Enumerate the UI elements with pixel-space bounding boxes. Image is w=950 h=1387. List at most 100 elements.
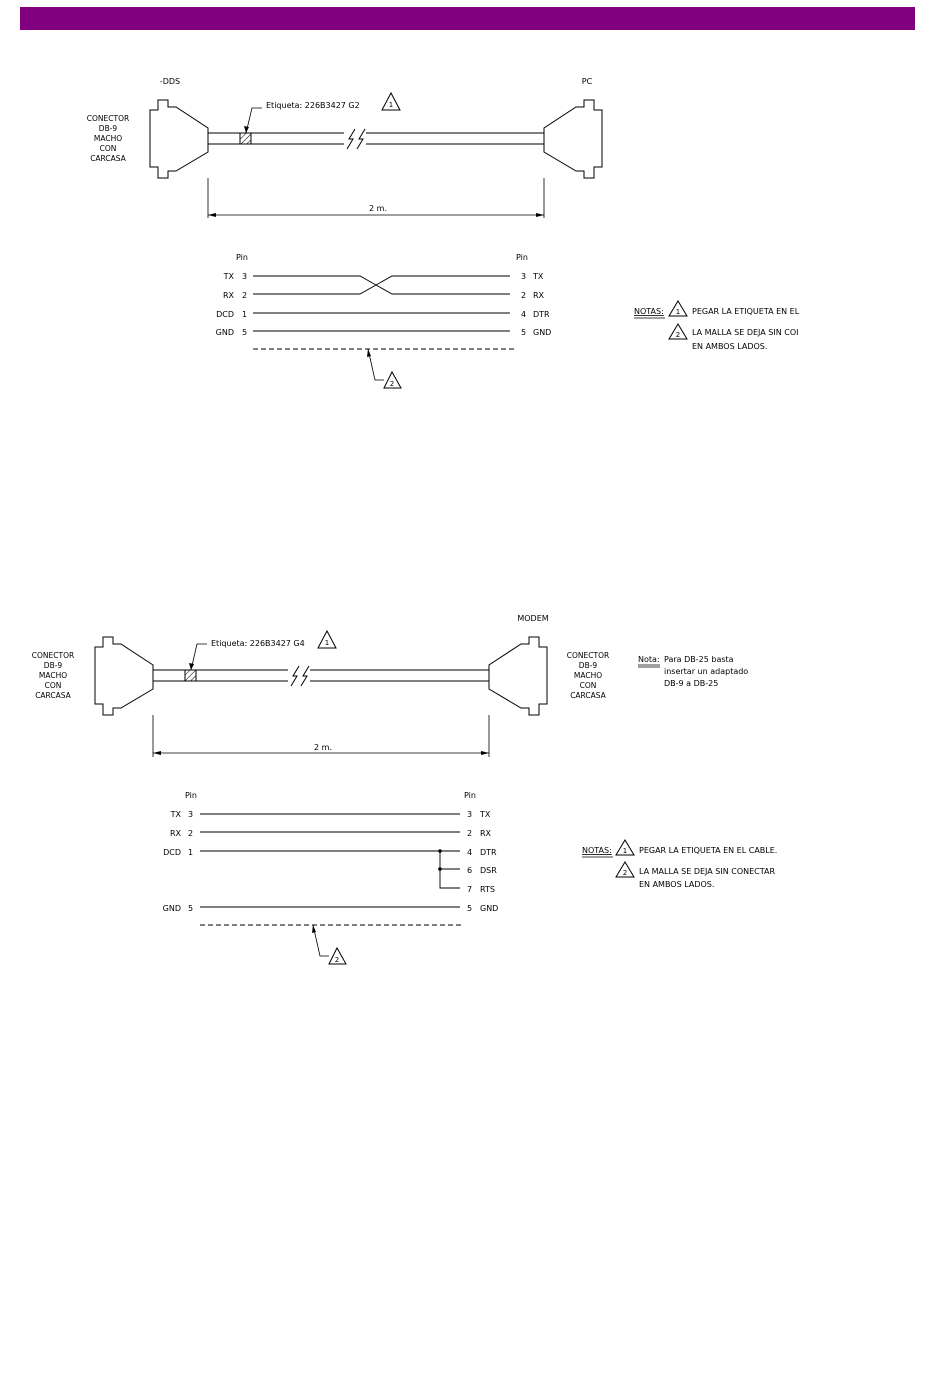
- cable2-wire-jumper: [439, 851, 460, 889]
- cable1-right-pin: 5: [521, 328, 526, 337]
- cable1-left-pin: 2: [242, 291, 247, 300]
- cable1-wire-rx: [253, 275, 510, 295]
- cable2-note1-text: PEGAR LA ETIQUETA EN EL CABLE.: [639, 846, 777, 855]
- cable1-note1-text: PEGAR LA ETIQUETA EN EL: [692, 307, 800, 316]
- cable1-label-text: Etiqueta: 226B3427 G2: [266, 101, 360, 110]
- cable2-left-connector-label: CONECTOR DB-9 MACHO CON CARCASA: [32, 651, 74, 700]
- cable2-right-connector-shell: [488, 636, 548, 716]
- cable2-right-pin: 3: [467, 810, 472, 819]
- cable1-label-note-ref: 1: [389, 101, 393, 109]
- cable2-note1-triangle: [615, 839, 635, 856]
- cable1-left-connector-line: CON: [100, 144, 117, 153]
- cable2-right-signal: RTS: [480, 885, 495, 894]
- cable2-right-pin: 2: [467, 829, 472, 838]
- cable1-dim-arrow-left: [208, 213, 216, 217]
- cable1-shield-arrow: [367, 349, 371, 357]
- cable2-label-note-ref: 1: [325, 639, 329, 647]
- cable1-note2-ref: 2: [676, 331, 680, 339]
- cable1-wire-tx: [253, 275, 510, 295]
- cable2-left-pin: 5: [188, 904, 193, 913]
- cable1-right-signal: TX: [532, 272, 544, 281]
- cable2-jumper-node: [438, 849, 442, 853]
- cable1-right-pin: 3: [521, 272, 526, 281]
- cable1-shield-leader: [367, 348, 384, 381]
- cable2-label-text: Etiqueta: 226B3427 G4: [211, 639, 305, 648]
- cable2-note1-ref: 1: [623, 847, 627, 855]
- cable2-label-hatch: [184, 669, 197, 682]
- cable2-right-signal: DSR: [480, 866, 497, 875]
- cable1-shield-note-ref: 2: [390, 380, 394, 388]
- cable2-left-pin: 3: [188, 810, 193, 819]
- cable1-note2-text: EN AMBOS LADOS.: [692, 342, 767, 351]
- cable2-jumper-node: [438, 867, 442, 871]
- cable1-dim-arrow-right: [536, 213, 544, 217]
- cable1-length-label: 2 m.: [369, 204, 387, 213]
- cable2-note2-ref: 2: [623, 869, 627, 877]
- cable2-dim-arrow-left: [153, 751, 161, 755]
- cable2-left-connector-line: CARCASA: [35, 691, 71, 700]
- cable2-left-connector-line: MACHO: [39, 671, 67, 680]
- cable2-right-connector-line: CON: [580, 681, 597, 690]
- cable2-right-pin: 5: [467, 904, 472, 913]
- cable2-right-signal: GND: [480, 904, 498, 913]
- cable1-notes: NOTAS: 1 PEGAR LA ETIQUETA EN EL 2 LA MA…: [634, 300, 800, 351]
- cable2-assembly: MODEM CONECTOR DB-9 MACHO CON CARCASA CO…: [32, 614, 748, 757]
- cable1-left-device: -DDS: [160, 77, 180, 86]
- cable1-note2-triangle: [668, 323, 688, 340]
- cable1-left-signal: DCD: [216, 310, 234, 319]
- cable1-cable-break-icon: [346, 128, 366, 150]
- cable1-left-pin: 3: [242, 272, 247, 281]
- cable2-left-connector-line: CONECTOR: [32, 651, 74, 660]
- cable2-side-note-line: insertar un adaptado: [664, 667, 748, 676]
- cable2-note2-text: LA MALLA SE DEJA SIN CONECTAR: [639, 867, 775, 876]
- cable1-pin-header-right: Pin: [516, 253, 528, 262]
- cable2-pin-header-right: Pin: [464, 791, 476, 800]
- cable2-shield-note-ref: 2: [335, 956, 339, 964]
- cable2-pin-header-left: Pin: [185, 791, 197, 800]
- cable2-right-pin: 4: [467, 848, 472, 857]
- cable2-right-connector-line: MACHO: [574, 671, 602, 680]
- cable1-note2-text: LA MALLA SE DEJA SIN COI: [692, 328, 798, 337]
- cable2-left-signal: TX: [170, 810, 182, 819]
- cable2-note2-text: EN AMBOS LADOS.: [639, 880, 714, 889]
- cable2-label-note-triangle: [317, 629, 337, 649]
- cable1-left-pin: 1: [242, 310, 247, 319]
- cable1-left-connector-line: MACHO: [94, 134, 122, 143]
- cable2-shield-note-triangle: [328, 946, 347, 965]
- cable2-right-connector-line: CONECTOR: [567, 651, 609, 660]
- cable1-pinout: Pin Pin TX 3 RX 2 DCD 1 GND 5 3 TX 2 RX …: [216, 253, 551, 389]
- cable1-right-signal: DTR: [533, 310, 550, 319]
- cable2-left-connector-shell: [94, 636, 154, 716]
- cable2-label-leader: [190, 643, 207, 671]
- cable2-side-note-line: Para DB-25 basta: [664, 655, 734, 664]
- cable2-left-signal: RX: [170, 829, 182, 838]
- cable1-shield-note-triangle: [383, 370, 402, 389]
- cable2-right-signal: DTR: [480, 848, 497, 857]
- cable2-shield-leader: [312, 924, 329, 957]
- cable1-label-hatch: [239, 132, 252, 145]
- cable2-left-signal: DCD: [163, 848, 181, 857]
- cable1-right-device: PC: [582, 77, 593, 86]
- cable2-left-connector-line: DB-9: [44, 661, 63, 670]
- cable1-left-signal: GND: [216, 328, 234, 337]
- cable2-left-signal: GND: [163, 904, 181, 913]
- cable2-right-pin: 6: [467, 866, 472, 875]
- cable2-cable-break-icon: [290, 665, 310, 687]
- cable2-left-pin: 1: [188, 848, 193, 857]
- cable1-left-connector-label: CONECTOR DB-9 MACHO CON CARCASA: [87, 114, 129, 163]
- cable1-right-connector-shell: [543, 99, 603, 179]
- cable2-side-note: Nota: Para DB-25 basta insertar un adapt…: [638, 655, 748, 688]
- cable2-right-signal: RX: [480, 829, 492, 838]
- header-bar: [20, 7, 915, 30]
- cable1-left-connector-shell: [149, 99, 209, 179]
- cable1-note1-ref: 1: [676, 308, 680, 316]
- cable1-label-leader: [245, 107, 262, 134]
- cable1-left-connector-line: DB-9: [99, 124, 118, 133]
- cable2-dim-arrow-right: [481, 751, 489, 755]
- cable2-notes: NOTAS: 1 PEGAR LA ETIQUETA EN EL CABLE. …: [582, 839, 777, 889]
- cable1-label-note-triangle: [381, 91, 401, 111]
- cable2-side-note-title: Nota:: [638, 655, 660, 664]
- cable1-right-pin: 4: [521, 310, 526, 319]
- cable2-right-connector-line: DB-9: [579, 661, 598, 670]
